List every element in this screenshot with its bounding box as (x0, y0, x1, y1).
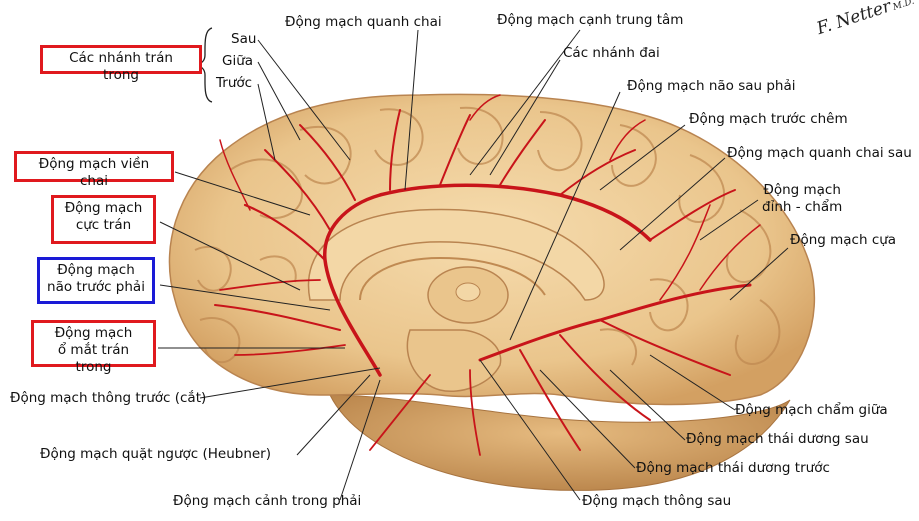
label-nao-sau-phai: Động mạch não sau phải (627, 78, 796, 94)
label-quat-nguoc: Động mạch quặt ngược (Heubner) (40, 446, 271, 462)
box-cuc-tran-line1: Động mạch (64, 200, 143, 216)
label-quanh-chai-sau: Động mạch quanh chai sau (727, 145, 912, 161)
label-sau: Sau (231, 31, 257, 47)
arteries (214, 94, 761, 456)
label-dinh-cham-line2: đỉnh - chẩm (762, 199, 843, 215)
label-cua: Động mạch cựa (790, 232, 897, 248)
label-canh-trung-tam: Động mạch cạnh trung tâm (497, 12, 684, 28)
box-nao-truoc-phai-line2: não trước phải (47, 279, 145, 295)
label-dinh-cham-line1: Động mạch (763, 182, 841, 198)
label-canh-trong-phai: Động mạch cảnh trong phải (173, 493, 362, 509)
box-nao-truoc-phai-line1: Động mạch (57, 262, 135, 278)
label-truoc-chem: Động mạch trước chêm (689, 111, 848, 127)
label-truoc: Trước (216, 75, 253, 91)
box-cuc-tran: Động mạch cực trán (51, 195, 156, 244)
box-cuc-tran-line2: cực trán (75, 217, 132, 233)
gyri-folds (194, 106, 781, 366)
label-thai-duong-sau: Động mạch thái dương sau (686, 431, 869, 447)
box-nao-truoc-phai: Động mạch não trước phải (37, 257, 155, 304)
box-o-mat-tran: Động mạch ổ mắt trán trong (31, 320, 156, 375)
box-o-mat-tran-line2: ổ mắt trán trong (57, 342, 130, 375)
label-thai-duong-truoc: Động mạch thái dương trước (636, 460, 830, 476)
leader-lines (158, 29, 789, 501)
label-quanh-chai: Động mạch quanh chai (285, 14, 442, 30)
brainstem (406, 329, 502, 392)
label-thong-sau: Động mạch thông sau (582, 493, 732, 509)
box-nhanh-tran-trong-text: Các nhánh trán trong (69, 50, 173, 83)
box-vien-chai-text: Động mạch viền chai (38, 156, 150, 189)
brain-underside (329, 394, 791, 491)
box-vien-chai: Động mạch viền chai (14, 151, 174, 189)
label-nhanh-dai: Các nhánh đai (563, 45, 660, 61)
label-dinh-cham: Động mạch đỉnh - chẩm (762, 182, 842, 216)
box-nhanh-tran-trong: Các nhánh trán trong (40, 45, 202, 83)
box-o-mat-tran-line1: Động mạch (54, 325, 133, 341)
label-cham-giua: Động mạch chẩm giữa (735, 402, 888, 418)
corpus-callosum (307, 208, 605, 301)
label-giua: Giữa (222, 53, 254, 69)
label-thong-truoc: Động mạch thông trước (cắt) (10, 390, 207, 406)
